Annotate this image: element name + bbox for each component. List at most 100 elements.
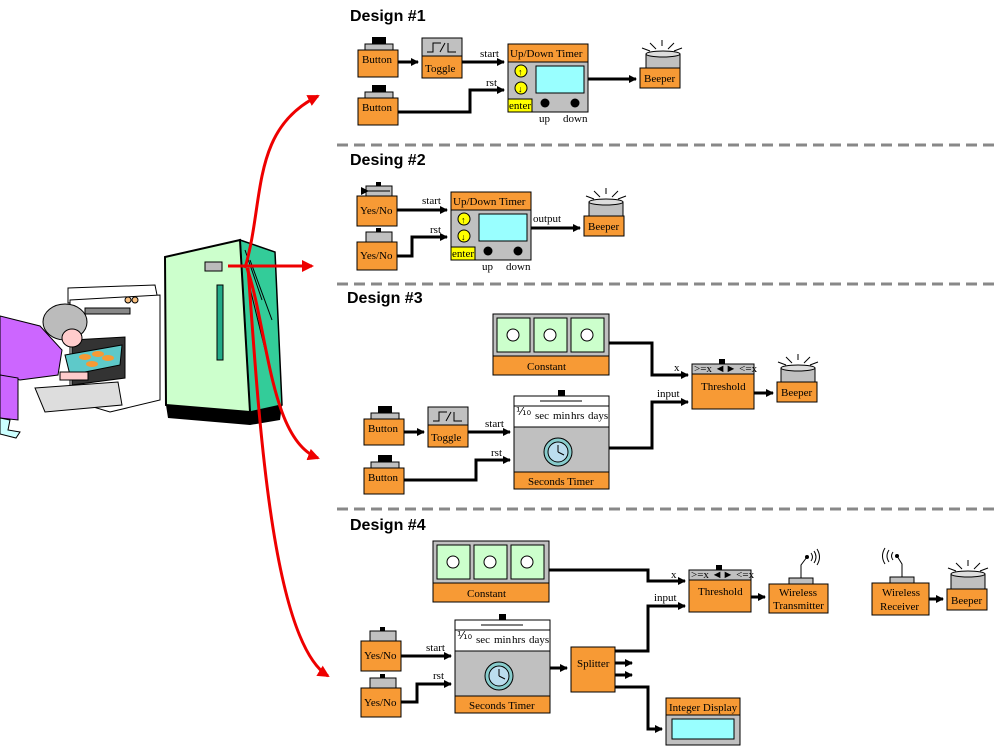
button-block[interactable]: Button — [363, 455, 405, 495]
updown-timer-block[interactable]: Up/Down Timer ↑ ↓ enter up down — [507, 43, 589, 125]
svg-text:rst: rst — [486, 77, 497, 89]
design-1-title: Design #1 — [350, 8, 426, 25]
splitter-block[interactable]: Splitter — [570, 646, 616, 693]
svg-text:↑: ↑ — [461, 215, 466, 225]
svg-text:⅒: ⅒ — [516, 406, 531, 418]
beeper-block[interactable]: Beeper — [639, 40, 683, 89]
timer-units: ⅒ sec min hrs days — [457, 630, 549, 646]
button-block[interactable]: Button — [357, 85, 399, 126]
arrow-to-design-3 — [245, 267, 320, 461]
toggle-block[interactable]: Toggle — [427, 406, 469, 448]
wire — [609, 341, 689, 379]
updown-timer-block[interactable]: Up/Down Timer ↑ ↓ enter up down — [450, 191, 532, 273]
seconds-timer-block[interactable]: ⅒ sec min hrs days Seconds Timer — [513, 390, 610, 490]
yes-no-block[interactable]: Yes/No — [360, 674, 402, 718]
wire — [404, 456, 511, 482]
wireless-transmitter-block[interactable]: Wireless Transmitter — [768, 548, 829, 614]
up-knob-icon[interactable] — [483, 246, 493, 256]
svg-text:days[interactable]: days — [588, 410, 608, 422]
yes-no-block[interactable]: Yes/No — [360, 627, 402, 672]
svg-text:input: input — [657, 388, 680, 400]
down-arrow-icon[interactable] — [457, 229, 471, 243]
svg-text:output: output — [533, 213, 561, 225]
yes-no-block[interactable]: Yes/No — [356, 228, 398, 271]
button-block[interactable]: Button — [357, 37, 399, 78]
svg-text:↓: ↓ — [461, 232, 466, 242]
design-3-title: Design #3 — [347, 290, 423, 307]
svg-text:up: up — [539, 113, 551, 125]
button-block[interactable]: Button — [363, 406, 405, 446]
svg-text:Yes/No: Yes/No — [360, 205, 393, 217]
svg-text:sec[interactable]: sec — [476, 634, 490, 646]
dial-icon[interactable] — [570, 317, 605, 353]
red-arrows — [228, 94, 330, 678]
down-knob-icon[interactable] — [513, 246, 523, 256]
svg-text:enter: enter — [452, 248, 474, 260]
svg-text:up: up — [482, 261, 494, 273]
svg-text:input: input — [654, 592, 677, 604]
wire — [615, 602, 686, 653]
wire — [398, 86, 505, 114]
design-2: Desing #2 Yes/No Yes/No Up/Down Timer ↑ … — [350, 152, 627, 273]
svg-text:Yes/No: Yes/No — [364, 650, 397, 662]
up-arrow-icon[interactable] — [514, 64, 528, 78]
threshold-block[interactable]: >=x ◄► <=x Threshold — [691, 359, 758, 410]
svg-text:Transmitter: Transmitter — [773, 600, 824, 612]
svg-text:hrs[interactable]: hrs — [571, 410, 584, 422]
yes-no-block[interactable]: Yes/No — [356, 182, 398, 227]
svg-text:Threshold: Threshold — [698, 586, 743, 598]
up-knob-icon[interactable] — [540, 98, 550, 108]
svg-text:x: x — [671, 569, 677, 581]
arrow-to-design-1 — [243, 94, 320, 269]
svg-text:Toggle: Toggle — [425, 63, 456, 75]
svg-text:Button: Button — [362, 54, 392, 66]
svg-text:Beeper: Beeper — [781, 387, 812, 399]
svg-text:hrs[interactable]: hrs — [512, 634, 525, 646]
svg-text:rst: rst — [491, 447, 502, 459]
constant-block[interactable]: Constant — [492, 313, 610, 376]
down-knob-icon[interactable] — [570, 98, 580, 108]
timer-display — [535, 65, 585, 94]
svg-text:start: start — [426, 642, 445, 654]
svg-text:Beeper: Beeper — [644, 73, 675, 85]
beeper-block[interactable]: Beeper — [776, 354, 819, 403]
up-arrow-icon[interactable] — [457, 212, 471, 226]
wireless-receiver-block[interactable]: Wireless Receiver — [871, 547, 930, 616]
constant-block[interactable]: Constant — [432, 540, 550, 603]
svg-text:days[interactable]: days — [529, 634, 549, 646]
wire — [401, 680, 452, 704]
beeper-block[interactable]: Beeper — [583, 188, 627, 237]
antenna-icon — [800, 556, 808, 578]
threshold-block[interactable]: >=x ◄► <=x Threshold — [688, 565, 755, 613]
svg-text:Toggle: Toggle — [431, 432, 462, 444]
svg-text:>=x ◄► <=x[interactable]: >=x ◄► <=x — [694, 363, 758, 375]
wire — [397, 233, 448, 258]
svg-text:x: x — [674, 362, 680, 374]
fridge-sensor-icon — [204, 261, 223, 272]
svg-text:Seconds Timer: Seconds Timer — [469, 700, 535, 712]
seconds-timer-block[interactable]: ⅒ sec min hrs days Seconds Timer — [454, 614, 551, 714]
svg-text:Integer Display: Integer Display — [669, 702, 738, 714]
down-arrow-icon[interactable] — [514, 81, 528, 95]
svg-text:Constant: Constant — [467, 588, 506, 600]
svg-text:sec[interactable]: sec — [535, 410, 549, 422]
svg-text:Threshold: Threshold — [701, 381, 746, 393]
svg-text:Wireless: Wireless — [779, 587, 817, 599]
svg-text:Button: Button — [368, 423, 398, 435]
svg-text:⅒: ⅒ — [457, 630, 472, 642]
svg-text:>=x ◄► <=x[interactable]: >=x ◄► <=x — [691, 569, 755, 581]
svg-text:↓: ↓ — [518, 84, 523, 94]
integer-display-block[interactable]: Integer Display — [665, 697, 741, 746]
timer-units: ⅒ sec min hrs days — [516, 406, 608, 422]
svg-text:min[interactable]: min — [494, 634, 512, 646]
svg-text:Yes/No: Yes/No — [364, 697, 397, 709]
wire — [615, 685, 663, 733]
beeper-block[interactable]: Beeper — [946, 560, 989, 611]
svg-text:Yes/No: Yes/No — [360, 250, 393, 262]
svg-text:min[interactable]: min — [553, 410, 571, 422]
design-1: Design #1 Button Button Toggle Up/Down T… — [350, 8, 683, 126]
svg-text:Splitter: Splitter — [577, 658, 610, 670]
svg-text:down: down — [563, 113, 588, 125]
toggle-block[interactable]: Toggle — [421, 37, 463, 79]
